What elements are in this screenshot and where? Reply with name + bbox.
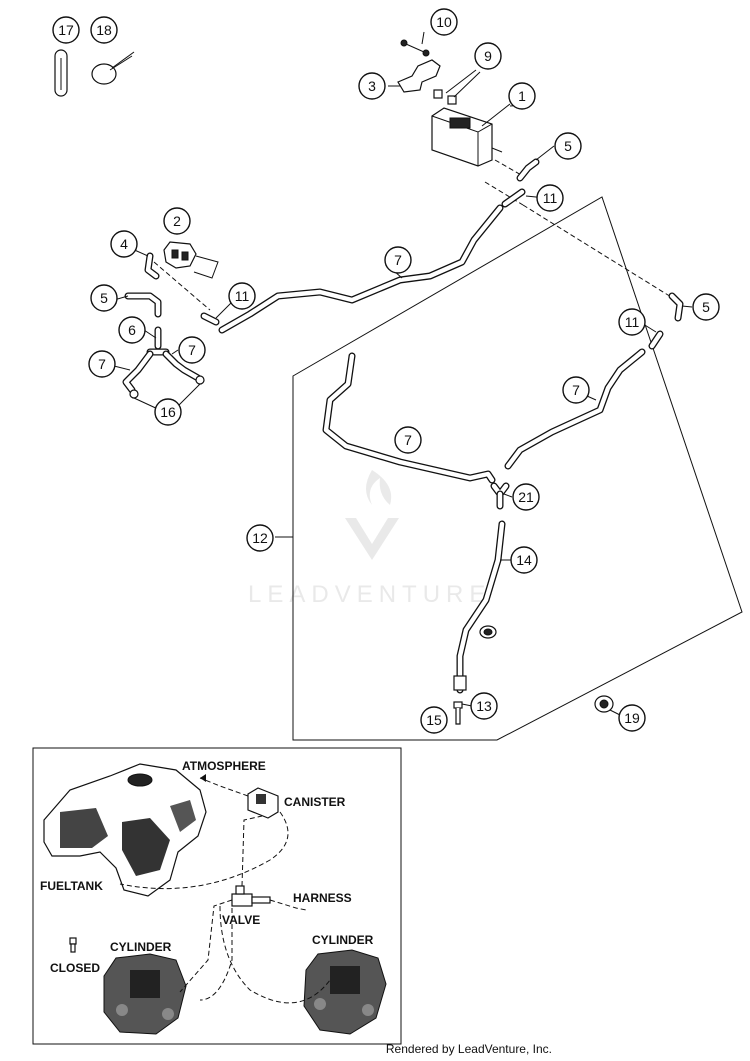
hose-clamp-part bbox=[479, 625, 497, 639]
callout-1: 1 bbox=[508, 82, 536, 110]
canister-label: CANISTER bbox=[284, 795, 346, 809]
svg-text:11: 11 bbox=[625, 314, 640, 330]
svg-text:1: 1 bbox=[518, 88, 526, 104]
svg-text:19: 19 bbox=[624, 710, 640, 726]
clamp-part bbox=[594, 695, 614, 713]
svg-text:5: 5 bbox=[564, 138, 572, 154]
closed-label: CLOSED bbox=[50, 961, 100, 975]
cylinder-right-label: CYLINDER bbox=[312, 933, 374, 947]
screw-part bbox=[400, 39, 430, 57]
svg-text:3: 3 bbox=[368, 78, 376, 94]
valve-drawing bbox=[231, 885, 271, 907]
svg-text:7: 7 bbox=[188, 342, 196, 358]
callout-10: 10 bbox=[430, 8, 458, 36]
clip-part bbox=[163, 241, 219, 279]
callout-16: 16 bbox=[154, 398, 182, 426]
callout-14: 14 bbox=[510, 546, 538, 574]
plug-part bbox=[453, 701, 463, 725]
callout-2: 2 bbox=[163, 207, 191, 235]
svg-text:21: 21 bbox=[518, 489, 534, 505]
fueltank-drawing bbox=[43, 763, 207, 897]
cylinder-right-drawing bbox=[303, 949, 387, 1035]
svg-text:12: 12 bbox=[252, 530, 268, 546]
svg-text:18: 18 bbox=[96, 22, 112, 38]
svg-text:7: 7 bbox=[404, 432, 412, 448]
callout-21: 21 bbox=[512, 483, 540, 511]
svg-text:5: 5 bbox=[100, 290, 108, 306]
svg-text:14: 14 bbox=[516, 552, 532, 568]
callout-5: 5 bbox=[90, 284, 118, 312]
svg-text:17: 17 bbox=[58, 22, 74, 38]
callout-3: 3 bbox=[358, 72, 386, 100]
strap-part bbox=[54, 49, 68, 97]
callout-12: 12 bbox=[246, 524, 274, 552]
callout-11: 11 bbox=[536, 184, 564, 212]
svg-text:6: 6 bbox=[128, 322, 136, 338]
bracket-part bbox=[388, 59, 441, 93]
svg-text:2: 2 bbox=[173, 213, 181, 229]
closed-plug-drawing bbox=[69, 937, 77, 953]
callout-11: 11 bbox=[228, 282, 256, 310]
callout-19: 19 bbox=[618, 704, 646, 732]
svg-text:4: 4 bbox=[120, 236, 128, 252]
nut-part bbox=[433, 69, 481, 105]
svg-text:11: 11 bbox=[235, 288, 250, 304]
cable-tie-part bbox=[91, 51, 135, 85]
svg-text:7: 7 bbox=[572, 382, 580, 398]
fueltank-label: FUELTANK bbox=[40, 879, 103, 893]
canister-small-drawing bbox=[247, 787, 279, 819]
svg-text:15: 15 bbox=[426, 712, 442, 728]
callout-6: 6 bbox=[118, 316, 146, 344]
watermark-text: LEADVENTURE bbox=[248, 581, 491, 608]
svg-text:7: 7 bbox=[98, 356, 106, 372]
svg-text:5: 5 bbox=[702, 299, 710, 315]
valve-label: VALVE bbox=[222, 913, 260, 927]
callout-11: 11 bbox=[618, 308, 646, 336]
callout-7: 7 bbox=[384, 246, 412, 274]
callout-15: 15 bbox=[420, 706, 448, 734]
callout-18: 18 bbox=[90, 16, 118, 44]
callout-7: 7 bbox=[88, 350, 116, 378]
tee-fitting-part bbox=[146, 326, 170, 356]
harness-label: HARNESS bbox=[293, 891, 352, 905]
svg-text:10: 10 bbox=[436, 14, 452, 30]
callout-4: 4 bbox=[110, 230, 138, 258]
callout-17: 17 bbox=[52, 16, 80, 44]
canister-part bbox=[431, 103, 511, 167]
assembly-12-outline bbox=[292, 196, 743, 741]
callout-7: 7 bbox=[562, 376, 590, 404]
cylinder-left-drawing bbox=[103, 953, 187, 1035]
svg-text:11: 11 bbox=[543, 190, 558, 206]
callout-13: 13 bbox=[470, 692, 498, 720]
svg-text:7: 7 bbox=[394, 252, 402, 268]
y-fitting-part bbox=[490, 482, 510, 510]
callout-9: 9 bbox=[474, 42, 502, 70]
cylinder-left-label: CYLINDER bbox=[110, 940, 172, 954]
footer-credit: Rendered by LeadVenture, Inc. bbox=[385, 1042, 552, 1056]
watermark: LEADVENTURE bbox=[248, 470, 491, 608]
callout-5: 5 bbox=[692, 293, 720, 321]
system-schematic-box bbox=[32, 747, 402, 1045]
atmosphere-label: ATMOSPHERE bbox=[182, 759, 266, 773]
svg-text:13: 13 bbox=[476, 698, 492, 714]
callout-7: 7 bbox=[178, 336, 206, 364]
callout-7: 7 bbox=[394, 426, 422, 454]
callout-5: 5 bbox=[554, 132, 582, 160]
svg-text:9: 9 bbox=[484, 48, 492, 64]
svg-text:16: 16 bbox=[160, 404, 176, 420]
